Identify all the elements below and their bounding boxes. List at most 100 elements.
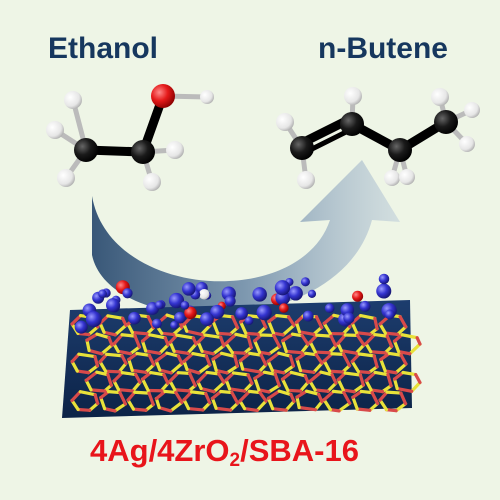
- framework-bond: [262, 370, 277, 376]
- framework-bond: [286, 388, 303, 393]
- hydrogen-atom: [459, 136, 475, 152]
- framework-bond: [128, 345, 142, 356]
- framework-bond: [308, 370, 323, 383]
- surface-atom: [302, 310, 314, 322]
- framework-bond: [384, 408, 398, 413]
- framework-bond: [70, 398, 80, 412]
- framework-bond: [364, 379, 373, 392]
- framework-bond: [319, 370, 334, 377]
- catalyst-text-support: /SBA-16: [240, 433, 359, 468]
- product-label: n-Butene: [318, 32, 448, 66]
- framework-bond: [98, 321, 106, 334]
- framework-bond: [322, 389, 336, 402]
- framework-bond: [168, 333, 179, 344]
- framework-bond: [343, 371, 362, 377]
- framework-bond: [104, 369, 121, 374]
- framework-bond: [172, 349, 190, 355]
- framework-bond: [186, 406, 205, 412]
- surface-atom: [184, 306, 197, 320]
- framework-bond: [359, 389, 374, 395]
- framework-bond: [182, 390, 194, 402]
- silica-framework: [70, 313, 422, 413]
- framework-bond: [281, 339, 288, 353]
- framework-bond: [253, 339, 262, 354]
- surface-atom: [384, 309, 395, 320]
- framework-bond: [257, 388, 271, 394]
- framework-bond: [185, 367, 201, 375]
- framework-bond: [117, 361, 128, 374]
- framework-bond: [342, 390, 352, 405]
- framework-bond: [290, 332, 304, 338]
- framework-bond: [373, 370, 390, 377]
- framework-bond: [350, 359, 360, 374]
- framework-bond: [297, 405, 318, 412]
- framework-bond: [191, 351, 208, 358]
- framework-bond: [399, 353, 408, 366]
- framework-bond: [196, 340, 204, 353]
- framework-bond: [369, 350, 387, 355]
- hydrogen-atom: [46, 121, 64, 139]
- framework-bond: [386, 373, 393, 388]
- framework-bond: [93, 393, 100, 406]
- framework-bond: [385, 390, 403, 395]
- framework-bond: [70, 313, 83, 326]
- surface-atom: [256, 304, 272, 321]
- surface-atom: [224, 295, 236, 307]
- framework-bond: [233, 354, 239, 368]
- hydrogen-atom: [431, 88, 449, 106]
- framework-bond: [219, 335, 226, 348]
- framework-bond: [130, 368, 148, 374]
- surface-atom: [182, 282, 196, 296]
- framework-bond: [204, 391, 212, 405]
- framework-bond: [394, 402, 408, 413]
- framework-bond: [131, 407, 148, 412]
- framework-bond: [87, 348, 104, 356]
- framework-bond: [308, 340, 317, 354]
- framework-bond: [281, 332, 295, 343]
- framework-bond: [259, 353, 268, 367]
- surface-atom: [343, 312, 355, 324]
- framework-bond: [163, 336, 170, 347]
- framework-bond: [98, 360, 108, 373]
- framework-bond: [395, 386, 414, 393]
- framework-bond: [199, 323, 212, 337]
- framework-bond: [140, 339, 148, 353]
- framework-bond: [182, 351, 195, 363]
- surface-atom: [200, 312, 214, 327]
- framework-bond: [133, 390, 151, 395]
- framework-bond: [230, 390, 240, 405]
- framework-bond: [212, 380, 226, 394]
- framework-bond: [214, 368, 229, 375]
- framework-bond: [126, 390, 137, 402]
- framework-bond: [322, 352, 334, 363]
- framework-bond: [316, 392, 324, 404]
- framework-bond: [351, 389, 363, 399]
- framework-bond: [84, 370, 99, 382]
- surface-atom: [244, 316, 254, 326]
- framework-bond: [394, 362, 408, 375]
- framework-bond: [312, 325, 324, 336]
- framework-bond: [277, 389, 293, 397]
- surface-atom: [155, 300, 164, 310]
- framework-bond: [358, 373, 365, 387]
- carbon-atom: [434, 110, 458, 134]
- framework-bond: [267, 383, 281, 394]
- framework-bond: [256, 325, 268, 336]
- framework-bond: [186, 342, 198, 355]
- framework-bond: [355, 333, 366, 347]
- framework-bond: [144, 349, 162, 355]
- framework-bond: [70, 352, 81, 364]
- framework-bond: [284, 399, 296, 412]
- surface-atom: [210, 304, 225, 319]
- framework-bond: [248, 351, 263, 357]
- framework-bond: [378, 398, 389, 412]
- framework-bond: [289, 370, 307, 378]
- framework-bond: [173, 388, 191, 393]
- framework-bond: [271, 407, 288, 412]
- framework-bond: [379, 357, 387, 373]
- framework-bond: [387, 351, 403, 357]
- framework-bond: [98, 352, 109, 364]
- framework-bond: [295, 389, 309, 399]
- framework-bond: [314, 315, 324, 329]
- framework-bond: [102, 407, 117, 413]
